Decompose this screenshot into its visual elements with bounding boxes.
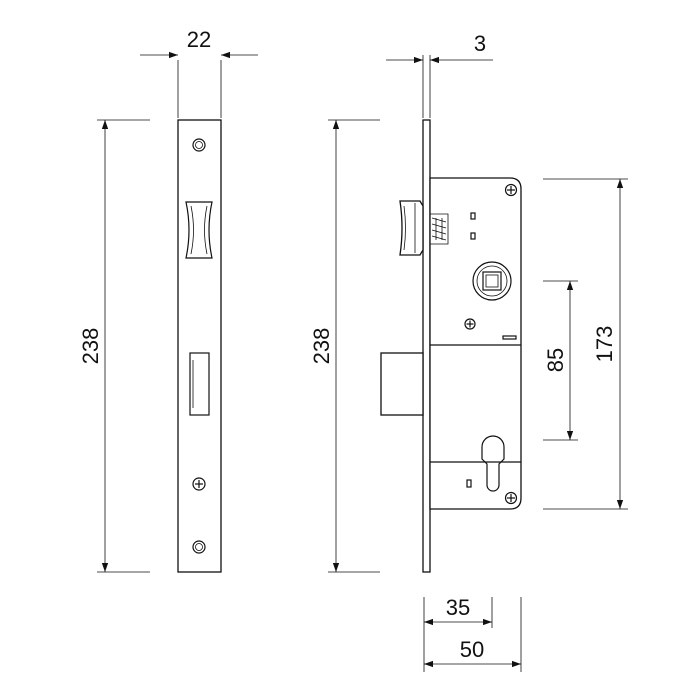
case-screw-middle [464,318,476,330]
latch-spring [430,213,449,245]
faceplate-thickness-label: 3 [474,31,486,56]
deadbolt [380,352,424,416]
faceplate-height-front-label: 238 [78,328,103,365]
case-small-slot [502,335,517,340]
cylinder-hole [481,435,505,492]
case-slot-2 [470,232,476,240]
faceplate-top-hole [192,138,206,152]
faceplate-front-view [177,119,222,573]
case-screw-top [504,183,518,197]
faceplate-outline [177,119,222,573]
faceplate-screw [192,477,206,491]
case-height-label: 173 [592,326,617,363]
latch-bolt [399,200,424,256]
faceplate-width-label: 22 [187,27,211,52]
faceplate-height-side-label: 238 [309,328,334,365]
dimension-case-depth: 50 [424,597,522,672]
lock-case [429,177,522,510]
dimension-case-height: 173 [543,178,628,510]
spindle-follower [472,261,512,301]
dimension-faceplate-width: 22 [140,27,258,118]
center-distance-label: 85 [543,348,568,372]
faceplate-bottom-hole [192,540,206,554]
case-slot-1 [470,212,476,220]
dimension-faceplate-height-side: 238 [309,119,380,573]
dimension-faceplate-thickness: 3 [386,31,493,118]
case-slot-lower [466,479,472,488]
faceplate-edge [422,119,431,573]
lock-side-view [380,119,522,573]
dimension-center-distance: 85 [543,280,578,441]
dimension-faceplate-height-front: 238 [78,119,150,573]
case-screw-bottom [504,491,518,505]
case-depth-label: 50 [460,637,484,662]
deadbolt-opening [189,352,210,416]
dimension-cylinder-backset: 35 [423,595,493,672]
cylinder-backset-label: 35 [446,595,470,620]
latch-bolt-opening [185,201,213,259]
